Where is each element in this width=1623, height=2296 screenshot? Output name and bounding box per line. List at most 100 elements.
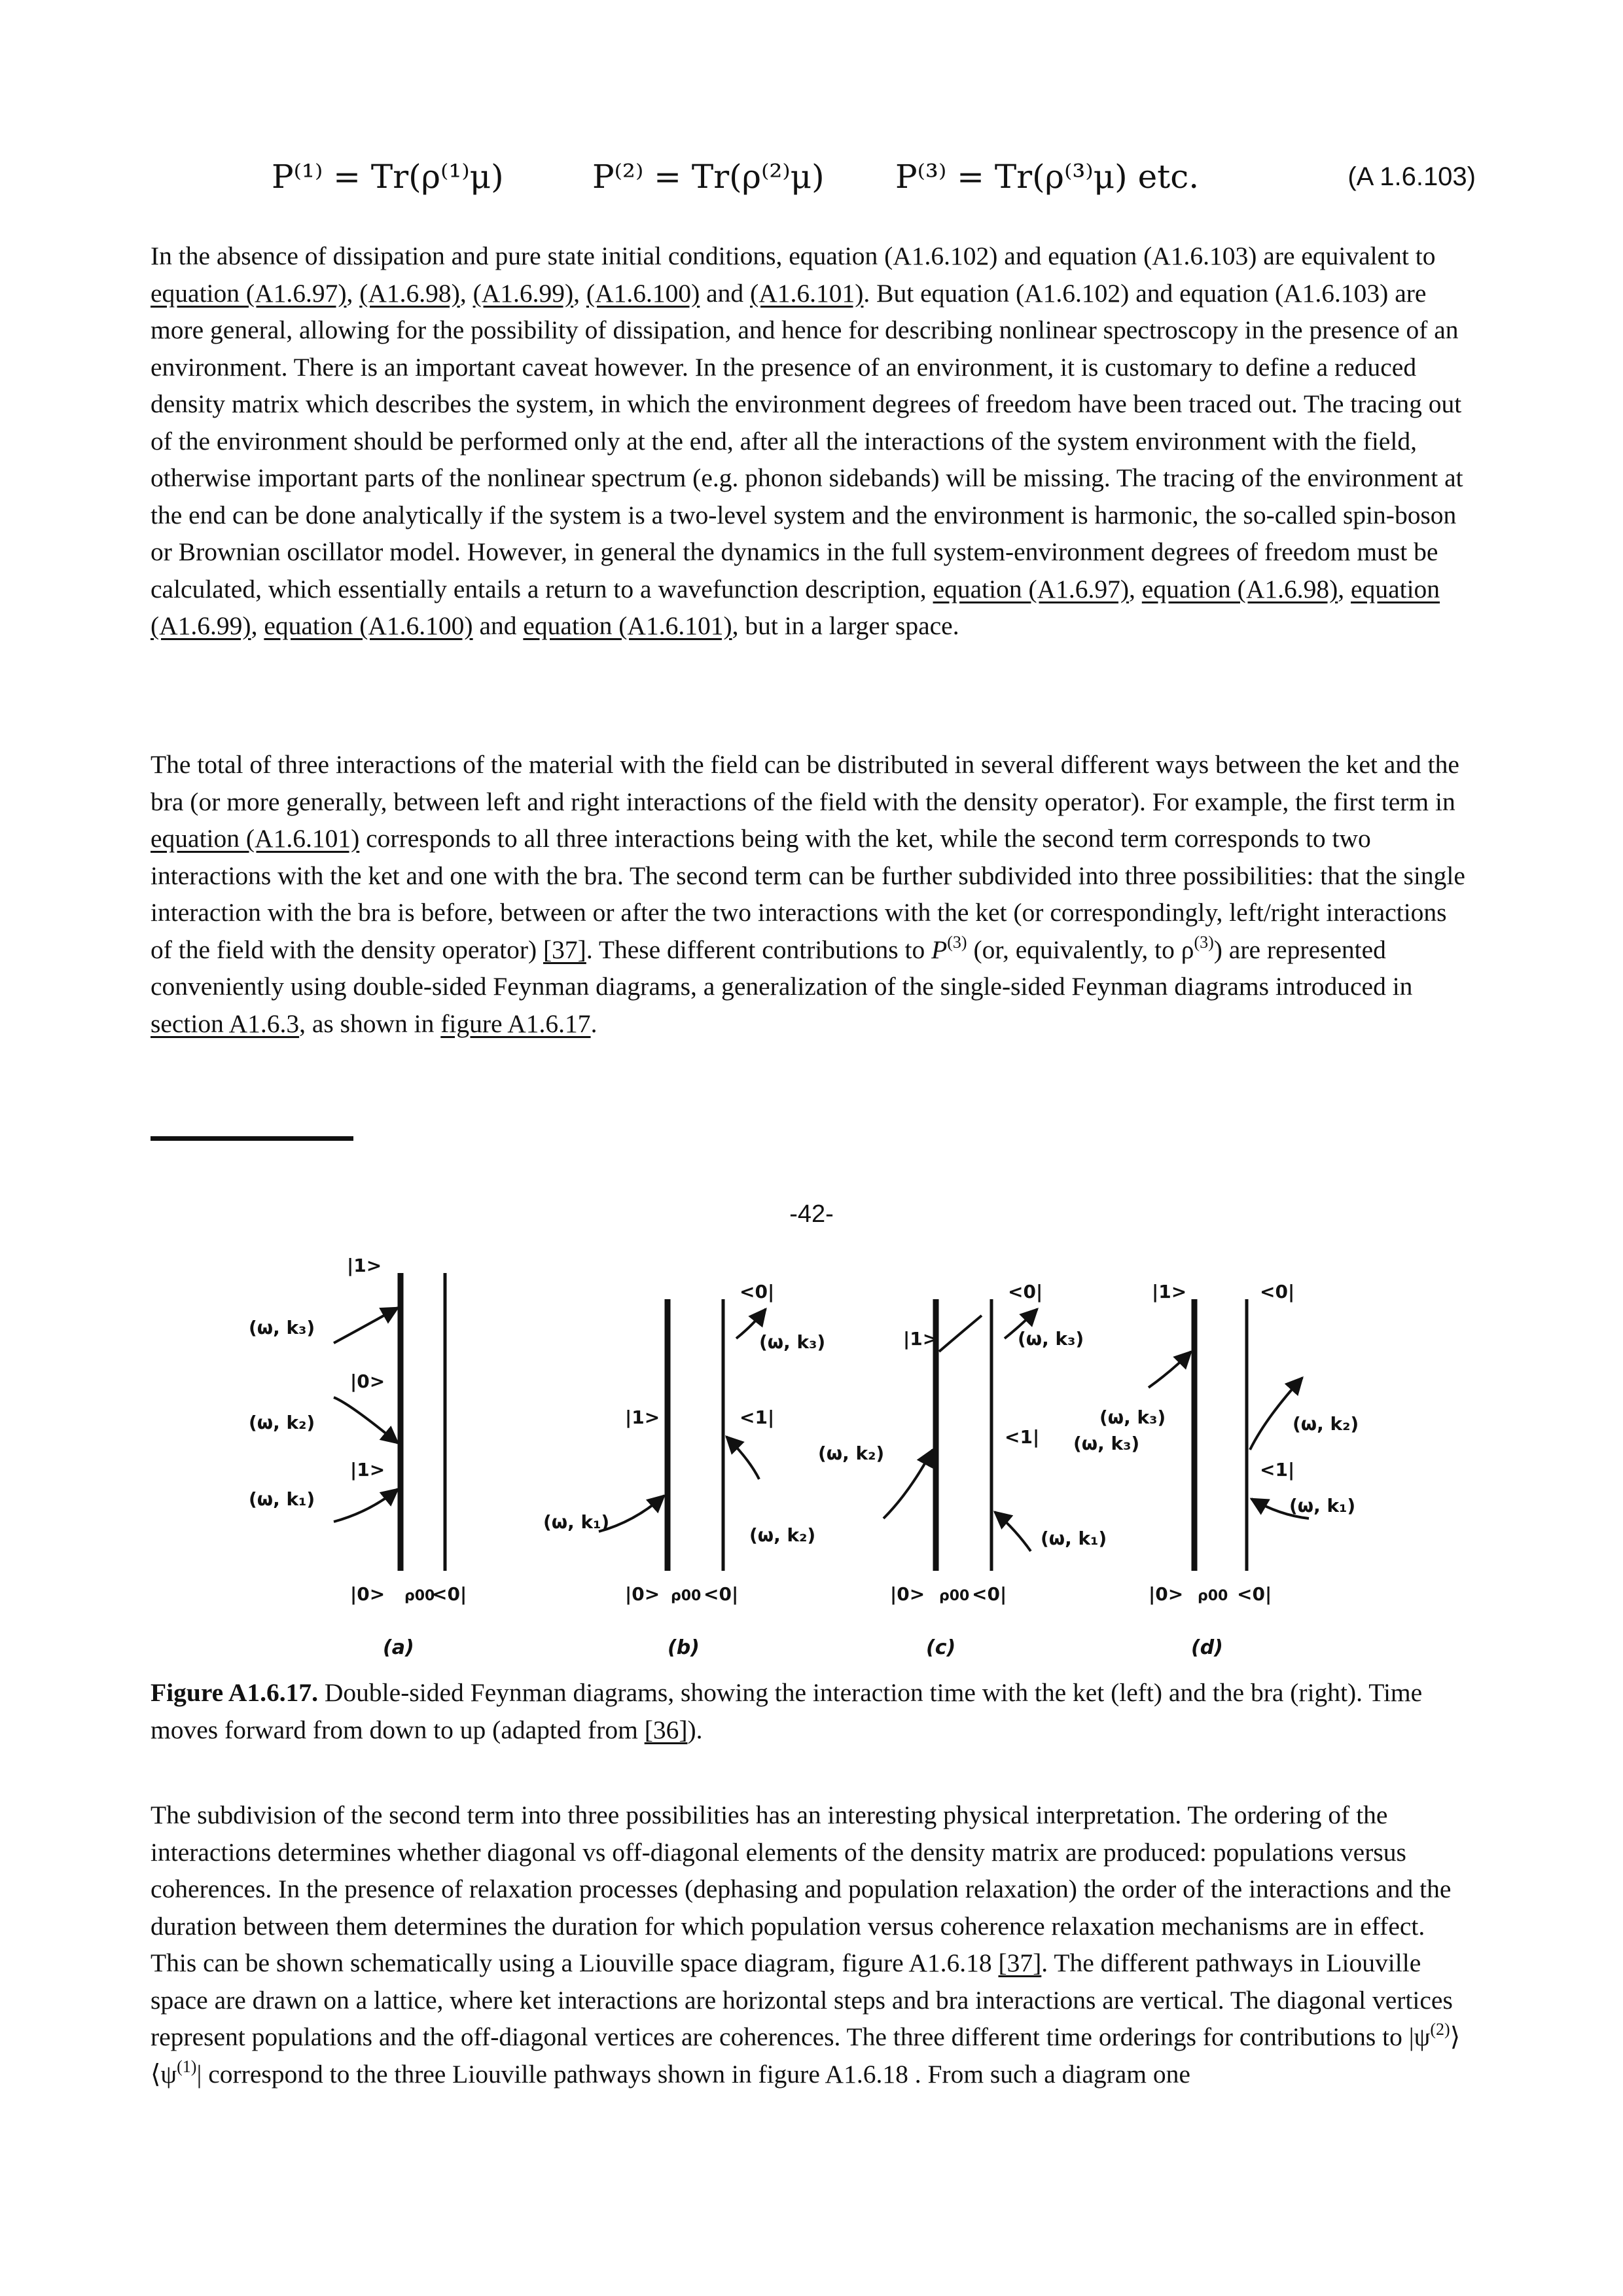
- superscript: (3): [947, 932, 967, 952]
- panel-label: (c): [926, 1636, 955, 1659]
- text: The subdivision of the second term into …: [151, 1801, 1452, 1977]
- panel-label: (d): [1191, 1636, 1223, 1659]
- state-label: <1|: [740, 1407, 774, 1428]
- text: , as shown in: [299, 1009, 441, 1038]
- equation-row: P⁽¹⁾ = Tr(ρ⁽¹⁾μ) P⁽²⁾ = Tr(ρ⁽²⁾μ) P⁽³⁾ =…: [0, 147, 1623, 206]
- link-equation-a1-6-99[interactable]: equation (A1.6.99): [151, 574, 1440, 641]
- text: ,: [459, 278, 473, 308]
- footnote-rule: [151, 1136, 353, 1141]
- diagram-d: |1> <0| (ω, k₃) (ω, k₂) <1| (ω, k₁) |0> …: [1099, 1281, 1359, 1659]
- text: and: [473, 611, 524, 640]
- link-equation-a1-6-99[interactable]: (A1.6.99): [473, 278, 574, 308]
- feynman-diagrams-figure: |1> (ω, k₃) |0> (ω, k₂) |1> (ω, k₁) |0> …: [236, 1253, 1387, 1666]
- superscript: (1): [177, 2056, 197, 2076]
- photon-arrow: [333, 1396, 400, 1444]
- field-label: (ω, k₁): [249, 1488, 315, 1510]
- text: ,: [251, 611, 264, 640]
- state-label: <0|: [432, 1583, 467, 1605]
- superscript: (2): [1430, 2020, 1450, 2039]
- link-equation-a1-6-97[interactable]: equation (A1.6.97): [933, 574, 1130, 603]
- superscript: (3): [1194, 932, 1214, 952]
- density-label: ρ00: [671, 1588, 701, 1604]
- state-label: |0>: [350, 1583, 385, 1605]
- state-label: |1>: [350, 1459, 385, 1480]
- link-equation-a1-6-101[interactable]: equation (A1.6.101): [151, 824, 360, 853]
- text: ) are represented conveniently using dou…: [151, 935, 1413, 1001]
- text: ,: [573, 278, 586, 308]
- text: ,: [1129, 574, 1142, 603]
- field-label: (ω, k₁): [543, 1511, 609, 1533]
- state-label: <1|: [1260, 1459, 1294, 1480]
- photon-arrow: [882, 1448, 934, 1520]
- field-label: (ω, k₁): [1041, 1528, 1107, 1549]
- link-section-a1-6-3[interactable]: section A1.6.3: [151, 1009, 300, 1038]
- state-label: <0|: [1008, 1281, 1043, 1302]
- link-reference-37[interactable]: [37]: [543, 935, 586, 964]
- figure-caption: Figure A1.6.17. Double-sided Feynman dia…: [151, 1674, 1472, 1748]
- panel-label: (b): [668, 1636, 700, 1659]
- text: , but in a larger space.: [732, 611, 959, 640]
- text: . But equation (A1.6.102) and equation (…: [151, 278, 1463, 603]
- state-label: |1>: [347, 1255, 382, 1276]
- photon-arrow: [1249, 1376, 1304, 1450]
- field-label: (ω, k₃): [1018, 1328, 1084, 1350]
- text: The total of three interactions of the m…: [151, 750, 1459, 816]
- field-label: (ω, k₃): [249, 1317, 315, 1338]
- text: corresponds to all three interactions be…: [151, 824, 1465, 964]
- state-label: <1|: [1005, 1426, 1039, 1448]
- equation-p3: P⁽³⁾ = Tr(ρ⁽³⁾μ) etc.: [895, 158, 1200, 196]
- state-label: <0|: [1237, 1583, 1272, 1605]
- photon-arrow: [333, 1306, 400, 1344]
- equation-p1: P⁽¹⁾ = Tr(ρ⁽¹⁾μ): [272, 158, 504, 196]
- density-label: ρ00: [1198, 1588, 1228, 1604]
- state-label: <0|: [972, 1583, 1007, 1605]
- state-label: |1>: [1152, 1281, 1186, 1302]
- paragraph-dissipation: In the absence of dissipation and pure s…: [151, 238, 1472, 645]
- link-equation-a1-6-98[interactable]: (A1.6.98): [359, 278, 460, 308]
- state-label: |0>: [1149, 1583, 1183, 1605]
- equation-p2: P⁽²⁾ = Tr(ρ⁽²⁾μ): [592, 158, 825, 196]
- diagram-b: <0| (ω, k₃) |1> <1| (ω, k₂) (ω, k₁) |0> …: [543, 1281, 825, 1659]
- photon-arrow: [1147, 1350, 1192, 1389]
- paragraph-interactions: The total of three interactions of the m…: [151, 746, 1472, 1042]
- density-label: ρ00: [939, 1588, 969, 1604]
- text: In the absence of dissipation and pure s…: [151, 242, 1436, 270]
- text: . The different pathways in Liouville sp…: [151, 1948, 1453, 2051]
- diagram-c: <0| |1> (ω, k₃) (ω, k₂) <1| (ω, k₃) (ω, …: [818, 1281, 1139, 1659]
- state-label: |1>: [625, 1407, 660, 1428]
- link-equation-a1-6-101[interactable]: equation (A1.6.101): [523, 611, 732, 640]
- page-number: -42-: [789, 1200, 834, 1228]
- photon-arrow: [725, 1435, 760, 1480]
- link-equation-a1-6-98[interactable]: equation (A1.6.98): [1141, 574, 1338, 603]
- paragraph-subdivision: The subdivision of the second term into …: [151, 1797, 1472, 2092]
- state-label: <0|: [704, 1583, 738, 1605]
- link-equation-a1-6-100[interactable]: (A1.6.100): [586, 278, 700, 308]
- equation-number: (A 1.6.103): [1347, 162, 1476, 191]
- link-equation-a1-6-100[interactable]: equation (A1.6.100): [264, 611, 473, 640]
- field-label: (ω, k₂): [1293, 1413, 1359, 1435]
- density-label: ρ00: [404, 1588, 435, 1604]
- field-label: (ω, k₂): [749, 1524, 815, 1546]
- state-label: |0>: [625, 1583, 660, 1605]
- link-equation-a1-6-101[interactable]: (A1.6.101): [750, 278, 864, 308]
- panel-label: (a): [383, 1636, 414, 1659]
- field-label: (ω, k₃): [1073, 1433, 1139, 1454]
- field-label: (ω, k₂): [249, 1412, 315, 1433]
- link-figure-a1-6-17[interactable]: figure A1.6.17: [440, 1009, 591, 1038]
- field-label: (ω, k₁): [1289, 1495, 1355, 1516]
- photon-arrow: [598, 1494, 666, 1533]
- state-label: <0|: [740, 1281, 774, 1302]
- link-equation-a1-6-97[interactable]: equation (A1.6.97): [151, 278, 347, 308]
- photon-arrow: [333, 1488, 400, 1523]
- text: . These different contributions to: [586, 935, 932, 964]
- field-label: (ω, k₃): [1099, 1407, 1166, 1428]
- link-reference-36[interactable]: [36]: [644, 1715, 688, 1744]
- text: .: [590, 1009, 597, 1038]
- field-label: (ω, k₂): [818, 1443, 884, 1464]
- link-reference-37[interactable]: [37]: [998, 1948, 1042, 1977]
- text: and: [700, 278, 751, 308]
- state-label: |0>: [890, 1583, 925, 1605]
- caption-label: Figure A1.6.17.: [151, 1678, 319, 1707]
- photon-arrow: [1003, 1308, 1039, 1340]
